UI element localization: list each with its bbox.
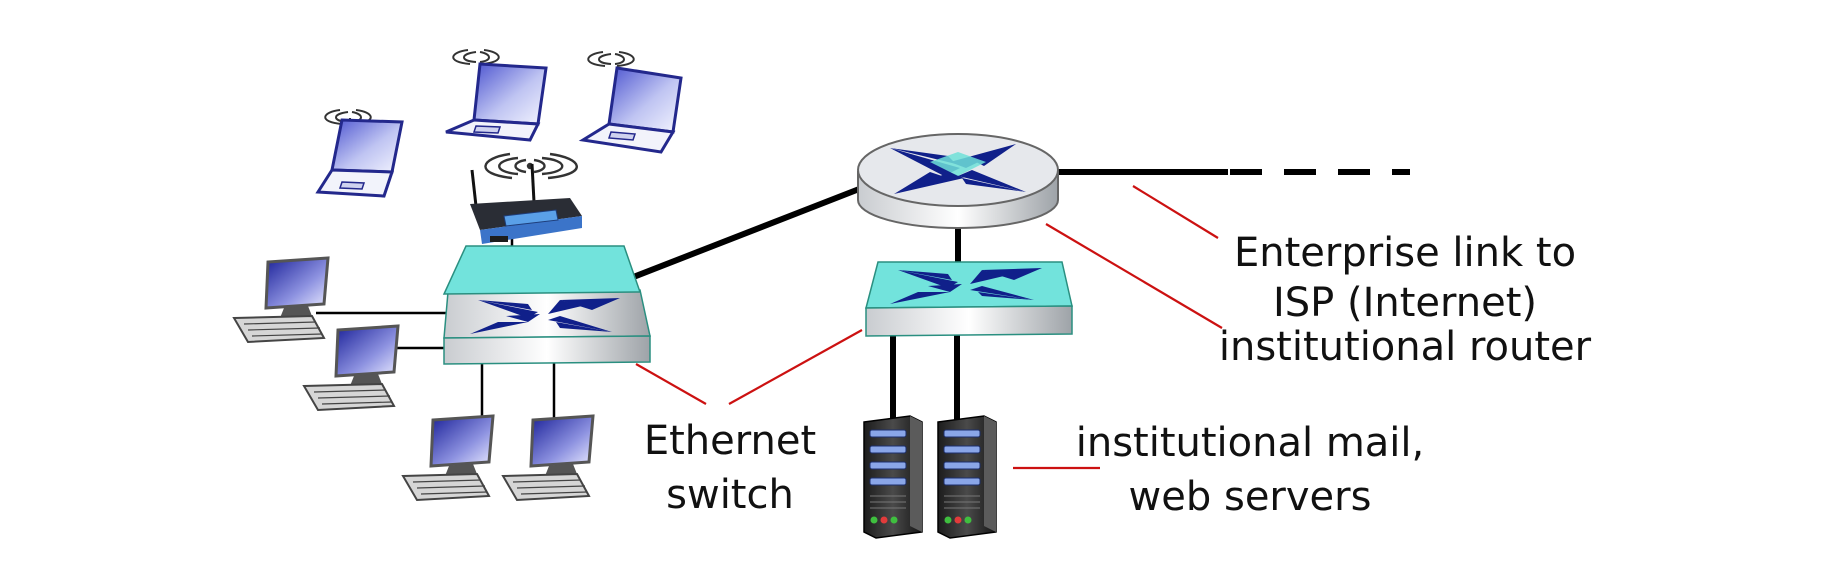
router-icon <box>857 133 1059 229</box>
ethernet-switch-left <box>442 245 651 365</box>
desktop-pc-3 <box>401 414 495 502</box>
wifi-signal-icon <box>452 49 500 65</box>
laptop-icon <box>578 66 683 154</box>
ethernet-switch-pointer-right <box>728 329 863 405</box>
laptop-2 <box>445 49 548 142</box>
enterprise-link-label-line1: Enterprise link to <box>1233 230 1577 276</box>
desktop-pc-icon <box>401 414 495 502</box>
desktop-pc-4 <box>501 414 595 502</box>
wifi-signal-icon <box>484 152 578 180</box>
institutional-router-label: institutional router <box>1218 324 1592 370</box>
ethernet-switch-icon <box>865 261 1073 337</box>
desktop-pc-icon <box>232 256 330 344</box>
laptop-icon <box>315 118 404 198</box>
annotation-lines <box>635 185 1223 470</box>
wireless-router-icon <box>470 163 582 244</box>
ethernet-switch-pointer-left <box>635 363 707 405</box>
desktop-pc-2 <box>302 324 400 412</box>
ethernet-switch-right <box>865 261 1073 337</box>
laptop-icon <box>445 62 548 142</box>
wireless-access-point <box>470 152 582 244</box>
server-icon <box>937 415 997 539</box>
server-1 <box>863 415 923 539</box>
desktop-pc-icon <box>501 414 595 502</box>
desktop-pc-1 <box>232 256 330 344</box>
servers-label-line1: institutional mail, <box>1075 420 1425 466</box>
network-links <box>316 169 1410 420</box>
server-icon <box>863 415 923 539</box>
server-2 <box>937 415 997 539</box>
laptop-1 <box>315 109 404 198</box>
enterprise-link-label-line2: ISP (Internet) <box>1272 280 1538 326</box>
institutional-router <box>857 133 1059 229</box>
ethernet-switch-label-line1: Ethernet <box>643 418 817 464</box>
router-pointer <box>1045 223 1223 329</box>
laptop-3 <box>578 51 683 154</box>
servers-label-line2: web servers <box>1128 474 1372 520</box>
switch-to-router-link <box>598 181 874 293</box>
wifi-signal-icon <box>587 51 635 67</box>
ethernet-switch-icon <box>442 245 651 365</box>
ethernet-switch-label-line2: switch <box>666 472 794 518</box>
desktop-pc-icon <box>302 324 400 412</box>
enterprise-link-pointer <box>1132 185 1219 239</box>
